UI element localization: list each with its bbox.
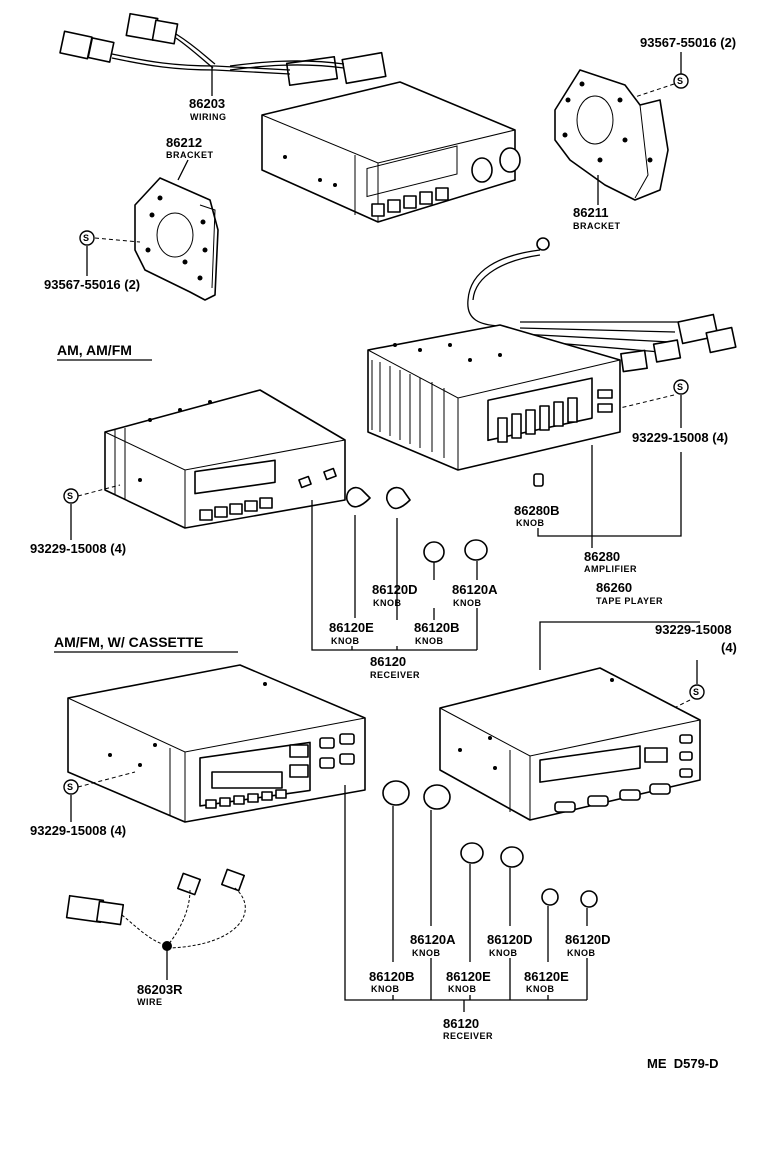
section-am-amfm: AM, AM/FM (57, 342, 132, 358)
receiver1-part-number: 86120 (370, 654, 406, 669)
knob-d2-part-number: 86120D (487, 932, 533, 947)
knob-e1-part-number: 86120E (329, 620, 374, 635)
knob-e3-desc: KNOB (526, 984, 555, 994)
bracket-left-desc: BRACKET (166, 150, 214, 160)
amplifier-part-number: 86280 (584, 549, 620, 564)
amplifier-desc: AMPLIFIER (584, 564, 637, 574)
bracket-right-86211 (554, 69, 669, 201)
radio-unit-top (261, 81, 521, 223)
section-amfm-cassette: AM/FM, W/ CASSETTE (54, 634, 203, 650)
wiring-harness-86203 (59, 12, 387, 96)
knob-b1-desc: KNOB (415, 636, 444, 646)
screw-receiver1-part-number: 93229-15008 (4) (30, 541, 126, 556)
knob-86120d-icon (423, 541, 445, 563)
knob-e2-desc: KNOB (448, 984, 477, 994)
screw-symbol-tape (689, 684, 705, 700)
knob-amp-desc: KNOB (516, 518, 545, 528)
wire-desc: WIRE (137, 997, 163, 1007)
knob-amp-part-number: 86280B (514, 503, 560, 518)
knob-b1-part-number: 86120B (414, 620, 460, 635)
knob-b2-desc: KNOB (371, 984, 400, 994)
knob-86120b-icon (386, 486, 411, 510)
screw-top-right-part-number: 93567-55016 (2) (640, 35, 736, 50)
knob-86120b-2-icon (382, 780, 410, 806)
knob-d3-part-number: 86120D (565, 932, 611, 947)
wire-part-number: 86203R (137, 982, 183, 997)
receiver-amfm-cassette (67, 664, 366, 823)
bracket-left-part-number: 86212 (166, 135, 202, 150)
screw-left-part-number: 93567-55016 (2) (44, 277, 140, 292)
bracket-right-desc: BRACKET (573, 221, 621, 231)
knob-86280b-icon (533, 473, 544, 487)
knob-86120a-icon (464, 539, 488, 561)
knob-a2-part-number: 86120A (410, 932, 456, 947)
knob-e3-part-number: 86120E (524, 969, 569, 984)
knob-86120e-3-icon (541, 888, 559, 906)
screw-amp-part-number: 93229-15008 (4) (632, 430, 728, 445)
knob-b2-part-number: 86120B (369, 969, 415, 984)
tape-player-part-number: 86260 (596, 580, 632, 595)
wiring-part-number: 86203 (189, 96, 225, 111)
screw-symbol-top-right (673, 73, 689, 89)
knob-86120a-2-icon (423, 784, 451, 810)
knob-d3-desc: KNOB (567, 948, 596, 958)
bracket-left-86212 (134, 177, 219, 301)
screw-symbol-tape-label: S (693, 687, 700, 697)
knob-a2-desc: KNOB (412, 948, 441, 958)
receiver2-desc: RECEIVER (443, 1031, 493, 1041)
knob-86120e-icon (345, 486, 371, 508)
screw-symbol-left-label: S (83, 233, 90, 243)
knob-d2-desc: KNOB (489, 948, 518, 958)
knob-86120d-3-icon (580, 890, 598, 908)
amplifier-86280 (367, 237, 737, 471)
screw-symbol-top-right-label: S (677, 76, 684, 86)
diagram-code: ME D579-D (647, 1056, 719, 1071)
screw-symbol-receiver1-label: S (67, 491, 74, 501)
receiver2-part-number: 86120 (443, 1016, 479, 1031)
receiver1-desc: RECEIVER (370, 670, 420, 680)
screw-symbol-amp (673, 379, 689, 395)
screw-tape-part-number: 93229-15008 (655, 622, 732, 637)
knob-e2-part-number: 86120E (446, 969, 491, 984)
tape-player-desc: TAPE PLAYER (596, 596, 663, 606)
wiring-desc: WIRING (190, 112, 227, 122)
screw-receiver2-part-number: 93229-15008 (4) (30, 823, 126, 838)
tape-player-86260 (439, 667, 701, 821)
bracket-right-part-number: 86211 (573, 205, 608, 220)
knob-86120d-2-icon (500, 846, 524, 868)
knob-86120e-2-icon (460, 842, 484, 864)
wire-86203r (65, 868, 246, 980)
screw-symbol-receiver2-label: S (67, 782, 74, 792)
knob-d1-part-number: 86120D (372, 582, 418, 597)
knob-a1-part-number: 86120A (452, 582, 498, 597)
knob-d1-desc: KNOB (373, 598, 402, 608)
screw-symbol-left (79, 230, 95, 246)
knob-e1-desc: KNOB (331, 636, 360, 646)
knob-a1-desc: KNOB (453, 598, 482, 608)
screw-tape-qty: (4) (721, 640, 737, 655)
receiver-am-amfm (104, 389, 346, 529)
screw-symbol-amp-label: S (677, 382, 684, 392)
